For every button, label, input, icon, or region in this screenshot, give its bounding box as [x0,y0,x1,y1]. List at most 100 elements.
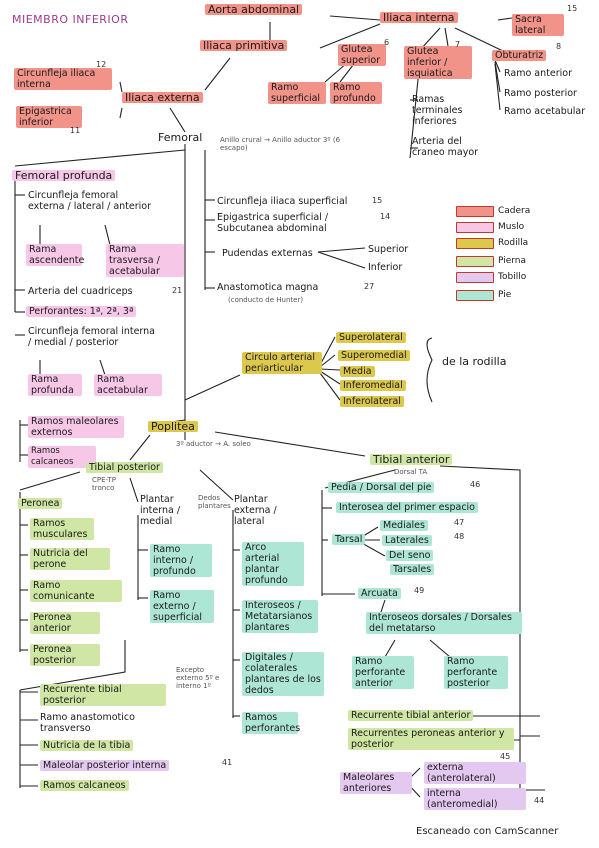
node-ramo-acetabular: Ramo acetabular [504,106,586,117]
node-epigastrica-inferior: Epigastrica inferior [16,106,82,128]
node-ramos-calcaneos-bottom: Ramos calcaneos [40,780,129,791]
node-inferomedial: Inferomedial [340,380,406,391]
node-peronea: Peronea [18,498,63,509]
ref-number: 49 [414,586,425,595]
node-circ-iliaca-superficial: Circunfleja iliaca superficial [217,196,348,207]
legend-label-muslo: Muslo [498,222,525,232]
node-peronea-posterior: Peronea posterior [30,644,100,666]
ref-number: 48 [454,532,465,541]
legend-label-rodilla: Rodilla [498,238,529,248]
ref-number: 45 [500,752,511,761]
node-ramo-anastomotico: Ramo anastomotico transverso [40,712,135,734]
ref-number: 14 [380,212,391,221]
ref-number: 6 [384,38,390,47]
node-tarsales: Tarsales [390,564,435,575]
node-ramo-posterior: Ramo posterior [504,88,577,99]
node-maleolar-post-interna: Maleolar posterior interna [40,760,170,771]
node-peronea-anterior: Peronea anterior [30,612,100,634]
anastomotica-note: (conducto de Hunter) [228,296,304,304]
node-recurrentes-peroneas: Recurrentes peroneas anterior y posterio… [348,728,514,750]
node-rama-profunda: Rama profunda [28,374,82,396]
node-glutea-superior: Glutea superior [338,44,386,66]
ref-number: 8 [556,42,562,51]
node-epigastrica-superficial: Epigastrica superficial / Subcutanea abd… [217,212,329,234]
node-ramo-superficial: Ramo superficial [268,82,326,104]
ref-number: 47 [454,518,465,527]
node-interoseos: Interoseos / Metatarsianos plantares [242,600,318,633]
ref-number: 11 [70,126,81,135]
node-plantar-externa: Plantar externa / lateral [234,494,277,527]
poplitea-note: 3º aductor → A. soleo [176,440,251,448]
node-ramos-musculares: Ramos musculares [30,518,94,540]
node-iliaca-interna: Iliaca interna [380,12,458,23]
node-plantar-interna: Plantar interna / medial [140,494,181,527]
plantar-note: Dedos plantares [198,494,231,510]
node-tarsal: Tarsal [332,534,366,545]
legend-swatch-tobillo [456,272,494,283]
node-pud-superior: Superior [368,244,409,255]
dedos-note: Excepto externo 5º e interno 1º [176,666,220,690]
node-pudendas-externas: Pudendas externas [222,248,313,259]
node-femoral-profunda: Femoral profunda [12,170,116,181]
ref-number: 12 [96,60,107,69]
node-iliaca-primitiva: Iliaca primitiva [200,40,288,51]
node-circunfleja-iliaca-interna: Circunfleja iliaca interna [14,68,112,90]
ref-number: 7 [455,40,461,49]
ref-number: 44 [534,796,545,805]
node-tibial-anterior: Tibial anterior [370,454,453,465]
node-ramo-externo-superficial: Ramo externo / superficial [150,590,214,623]
node-mal-externa: externa (anterolateral) [424,762,526,784]
node-ramo-profundo: Ramo profundo [330,82,382,104]
node-circulo-arterial: Circulo arterial periarticular [242,352,322,374]
ref-number: 15 [567,4,578,13]
ref-number: 41 [222,758,233,767]
node-ramas-terminales: Ramas terminales inferiores [412,94,463,127]
node-ramo-anterior: Ramo anterior [504,68,572,79]
node-obturatriz: Obturatriz [492,50,547,61]
node-anastomotica-magna: Anastomotica magna [217,282,319,293]
node-rama-transversa: Rama trasversa / acetabular [106,244,184,277]
node-ramos-maleolares-ext: Ramos maleolares externos [28,416,124,438]
node-nutricia-tibia: Nutricia de la tibia [40,740,134,751]
node-pud-inferior: Inferior [368,262,403,273]
node-interoseos-dorsales: Interoseos dorsales / Dorsales del metat… [366,612,522,634]
legend-swatch-cadera [456,206,494,217]
node-ramo-comunicante: Ramo comunicante [30,580,122,602]
node-media: Media [340,366,375,377]
ref-number: 27 [364,282,375,291]
node-de-la-rodilla: de la rodilla [442,355,507,368]
legend-swatch-pierna [456,256,494,267]
node-arco-arterial: Arco arterial plantar profundo [242,542,304,586]
ref-number: 21 [172,286,183,295]
node-sacra-lateral: Sacra lateral [512,14,564,36]
node-arteria-cuadriceps: Arteria del cuadriceps [28,286,133,297]
ref-number: 46 [470,480,481,489]
node-pedia: Pedia / Dorsal del pie [328,482,435,493]
legend-swatch-muslo [456,222,494,233]
node-recurrente-tibial-ant: Recurrente tibial anterior [348,710,474,721]
legend-label-tobillo: Tobillo [498,272,527,282]
page-title: MIEMBRO INFERIOR [12,13,129,26]
node-perforantes-fp: Perforantes: 1ª, 2ª, 3ª [26,306,137,317]
node-circ-fem-externa: Circunfleja femoral externa / lateral / … [28,190,152,212]
node-ramo-perforante-post: Ramo perforante posterior [444,656,508,689]
node-recurrente-tibial-post: Recurrente tibial posterior [40,684,166,706]
node-femoral: Femoral [158,131,203,144]
node-aorta: Aorta abdominal [205,4,303,15]
node-interosea-dorsal: Interosea del primer espacio [336,502,478,513]
node-rama-acetabular2: Rama acetabular [94,374,162,396]
node-tarsal-mediales: Mediales [380,520,428,531]
watermark: Escaneado con CamScanner [416,826,559,837]
tibial-anterior-note: Dorsal TA [394,468,428,476]
node-rama-ascendente: Rama ascendente [26,244,84,266]
node-inferolateral: Inferolateral [340,396,404,407]
tibial-posterior-note: CPE-TP tronco [92,476,116,492]
femoral-note: Anillo crural → Anillo aductor 3º (6 esc… [220,136,341,152]
node-arteria-craneo: Arteria del craneo mayor [412,136,479,158]
node-glutea-inferior: Glutea inferior / isquiatica [404,46,472,79]
node-mal-interna: interna (anteromedial) [424,788,526,810]
node-tarsal-laterales: Laterales [382,535,432,546]
node-poplitea: Poplitea [148,421,198,432]
node-tibial-posterior: Tibial posterior [86,462,163,473]
node-maleolares-anteriores: Maleolares anteriores [340,772,412,794]
